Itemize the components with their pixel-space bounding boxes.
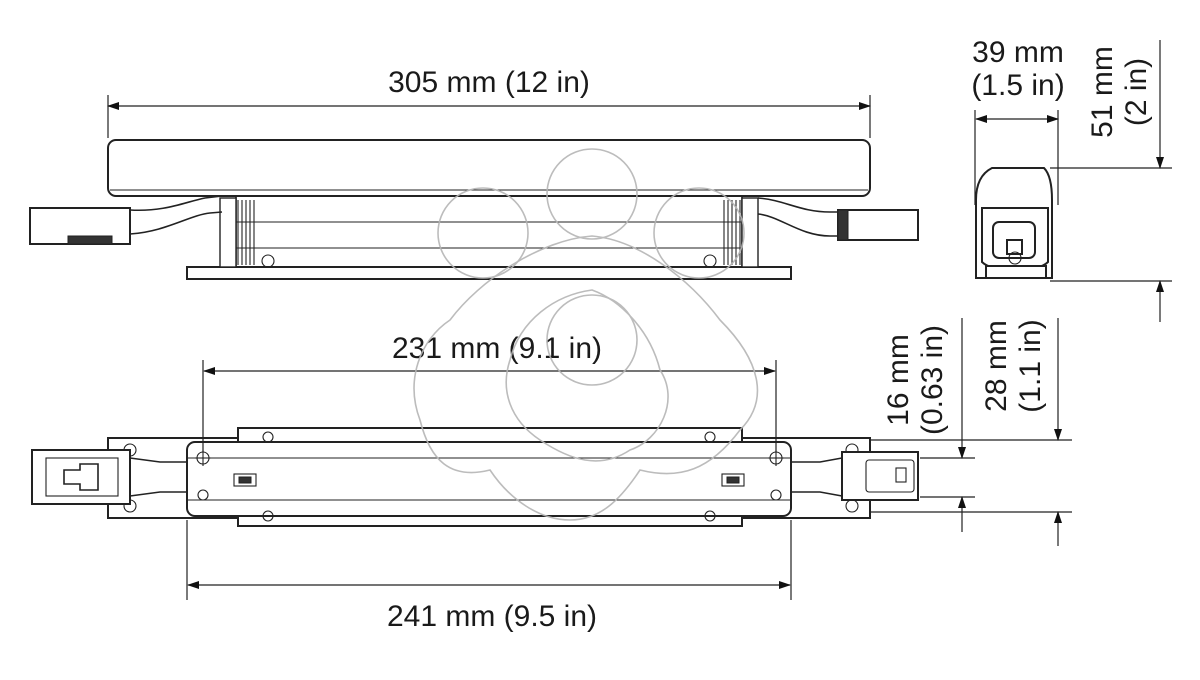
inner-width-mm-label: 16 mm xyxy=(882,334,915,426)
side-view xyxy=(975,167,1053,279)
outer-width-mm-label: 28 mm xyxy=(980,320,1013,412)
top-view xyxy=(31,427,919,527)
watermark-logo xyxy=(413,148,759,521)
base-length-label: 241 mm (9.5 in) xyxy=(387,600,597,633)
side-height-mm-label: 51 mm xyxy=(1086,46,1119,138)
side-width-mm-label: 39 mm xyxy=(972,36,1064,69)
left-ribs xyxy=(219,197,255,268)
right-connector-front xyxy=(837,209,919,241)
top-length-label: 305 mm (12 in) xyxy=(388,66,590,99)
front-view xyxy=(29,139,919,280)
side-width-in-label: (1.5 in) xyxy=(971,69,1064,102)
right-connector-top xyxy=(841,451,919,501)
central-body xyxy=(186,441,792,517)
hole-spacing-label: 231 mm (9.1 in) xyxy=(392,332,602,365)
outer-width-in-label: (1.1 in) xyxy=(1014,319,1047,412)
side-height-in-label: (2 in) xyxy=(1120,58,1153,126)
right-ribs xyxy=(723,197,759,268)
upper-rib xyxy=(237,427,743,443)
inner-width-in-label: (0.63 in) xyxy=(916,325,949,435)
left-connector-top xyxy=(31,449,131,505)
